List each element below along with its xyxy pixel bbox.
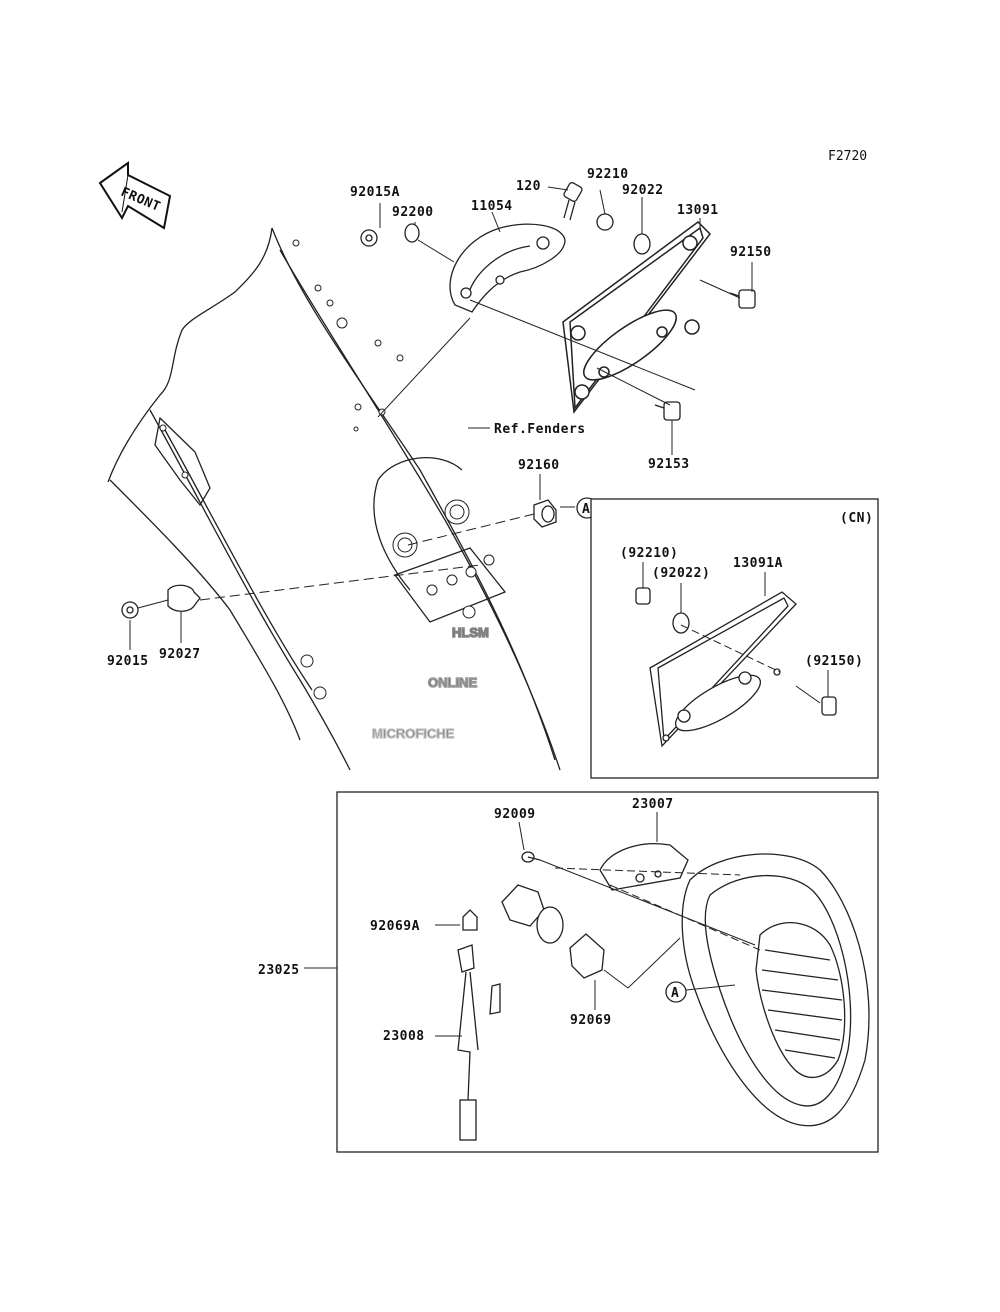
hardware-parts	[121, 182, 756, 619]
lamp-leader-lines	[304, 812, 761, 1037]
watermark: HLSM ONLINE MICROFICHE	[371, 624, 489, 741]
tail-lamp-box: A 92009 23007 92069A 23025 23008 92069	[258, 791, 879, 1153]
cn-label-92022: (92022)	[652, 566, 710, 581]
leader-lines	[129, 186, 753, 650]
cn-label-92150: (92150)	[805, 654, 863, 669]
watermark-line3: MICROFICHE	[372, 726, 455, 741]
label-92210: 92210	[587, 167, 629, 182]
label-92069: 92069	[570, 1013, 612, 1028]
label-92015: 92015	[107, 654, 149, 669]
figure-code: F2720	[828, 149, 867, 164]
cn-label-92210: (92210)	[620, 546, 678, 561]
label-92009: 92009	[494, 807, 536, 822]
plate-13091A-drawing	[635, 587, 837, 748]
label-92200: 92200	[392, 205, 434, 220]
callout-a-top-letter: A	[582, 502, 590, 517]
plate-13091-drawing	[562, 221, 711, 414]
cn-label-13091A: 13091A	[733, 556, 783, 571]
label-13091: 13091	[677, 203, 719, 218]
ref-note: Ref.Fenders	[494, 422, 586, 437]
cn-leader-lines	[642, 562, 829, 704]
label-120: 120	[516, 179, 541, 194]
cn-variant-box: (CN) (92210) (92022) 13091A (92150)	[590, 498, 879, 779]
label-23007: 23007	[632, 797, 674, 812]
callout-a-bottom: A	[665, 981, 687, 1003]
label-92160: 92160	[518, 458, 560, 473]
label-92015A: 92015A	[350, 185, 400, 200]
tail-lamp-drawing	[457, 843, 870, 1141]
front-arrow-icon: FRONT	[98, 161, 172, 230]
bracket-11054-drawing	[449, 223, 566, 313]
cn-region-label: (CN)	[840, 511, 873, 526]
label-92069A: 92069A	[370, 919, 420, 934]
label-11054: 11054	[471, 199, 513, 214]
label-92027: 92027	[159, 647, 201, 662]
fender-drawing	[107, 227, 561, 771]
label-23025: 23025	[258, 963, 300, 978]
watermark-line1: HLSM	[452, 625, 489, 640]
label-92150: 92150	[730, 245, 772, 260]
watermark-line2: ONLINE	[428, 675, 477, 690]
callout-a-bottom-letter: A	[671, 986, 679, 1001]
label-92022: 92022	[622, 183, 664, 198]
label-23008: 23008	[383, 1029, 425, 1044]
label-92153: 92153	[648, 457, 690, 472]
